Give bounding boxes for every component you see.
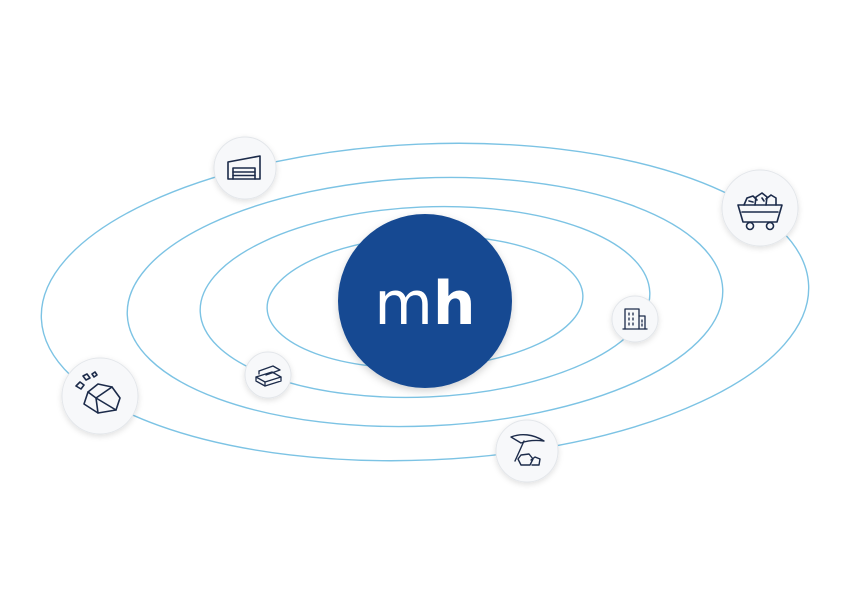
mine-cart-icon: [737, 192, 783, 231]
node-mine-cart: [721, 169, 799, 247]
orbit-outer: [40, 142, 810, 462]
orbit-third: [126, 176, 724, 428]
node-pickaxe: [495, 419, 559, 483]
warehouse-icon: [227, 155, 261, 180]
ore-rock-icon: [75, 371, 121, 414]
office-building-icon: [622, 308, 648, 330]
hub-logo: [338, 214, 512, 388]
hub-logo-text: mh: [374, 269, 475, 339]
hub-circle: [338, 214, 512, 388]
metal-bars-icon: [255, 365, 282, 387]
pickaxe-icon: [510, 433, 545, 466]
orbit-second: [199, 205, 651, 399]
node-office-building: [611, 295, 659, 343]
logo-letter-m: m: [374, 269, 432, 339]
node-warehouse: [213, 136, 277, 200]
logo-letter-h: h: [433, 269, 476, 339]
node-ore-rock: [61, 357, 139, 435]
node-metal-bars: [244, 351, 292, 399]
